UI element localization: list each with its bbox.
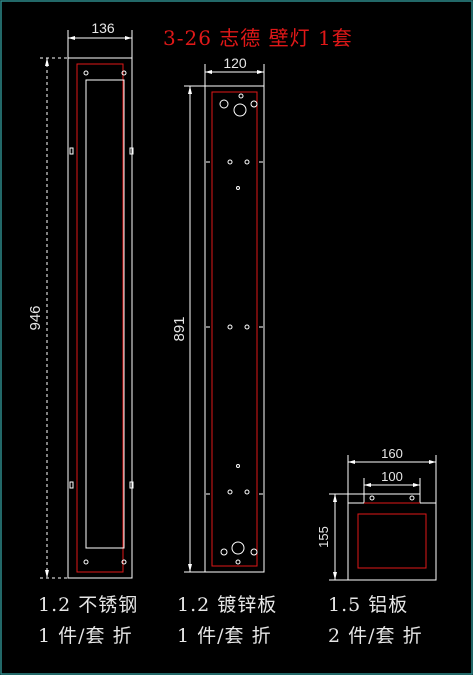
- galvanized-material-note: 1.2 镀锌板: [177, 594, 278, 616]
- aluminum-material-note: 1.5 铝板: [328, 594, 409, 616]
- aluminum-outer-width-label: 160: [381, 446, 403, 461]
- part-aluminum: 160 100 155: [316, 446, 437, 581]
- aluminum-height-label: 155: [316, 526, 331, 548]
- drawing-title: 3-26 志德 壁灯 1套: [163, 26, 353, 50]
- stainless-width-label: 136: [91, 20, 115, 36]
- galvanized-quantity-note: 1 件/套 折: [177, 625, 272, 647]
- part-stainless: 136 946: [27, 20, 134, 579]
- galvanized-height-label: 891: [171, 316, 188, 341]
- stainless-material-note: 1.2 不锈钢: [38, 594, 139, 616]
- part-galvanized: 120 891: [171, 55, 265, 573]
- stainless-height-label: 946: [27, 305, 44, 330]
- galvanized-width-label: 120: [223, 55, 247, 71]
- aluminum-inner-width-label: 100: [381, 469, 403, 484]
- aluminum-quantity-note: 2 件/套 折: [328, 625, 423, 647]
- stainless-quantity-note: 1 件/套 折: [38, 625, 133, 647]
